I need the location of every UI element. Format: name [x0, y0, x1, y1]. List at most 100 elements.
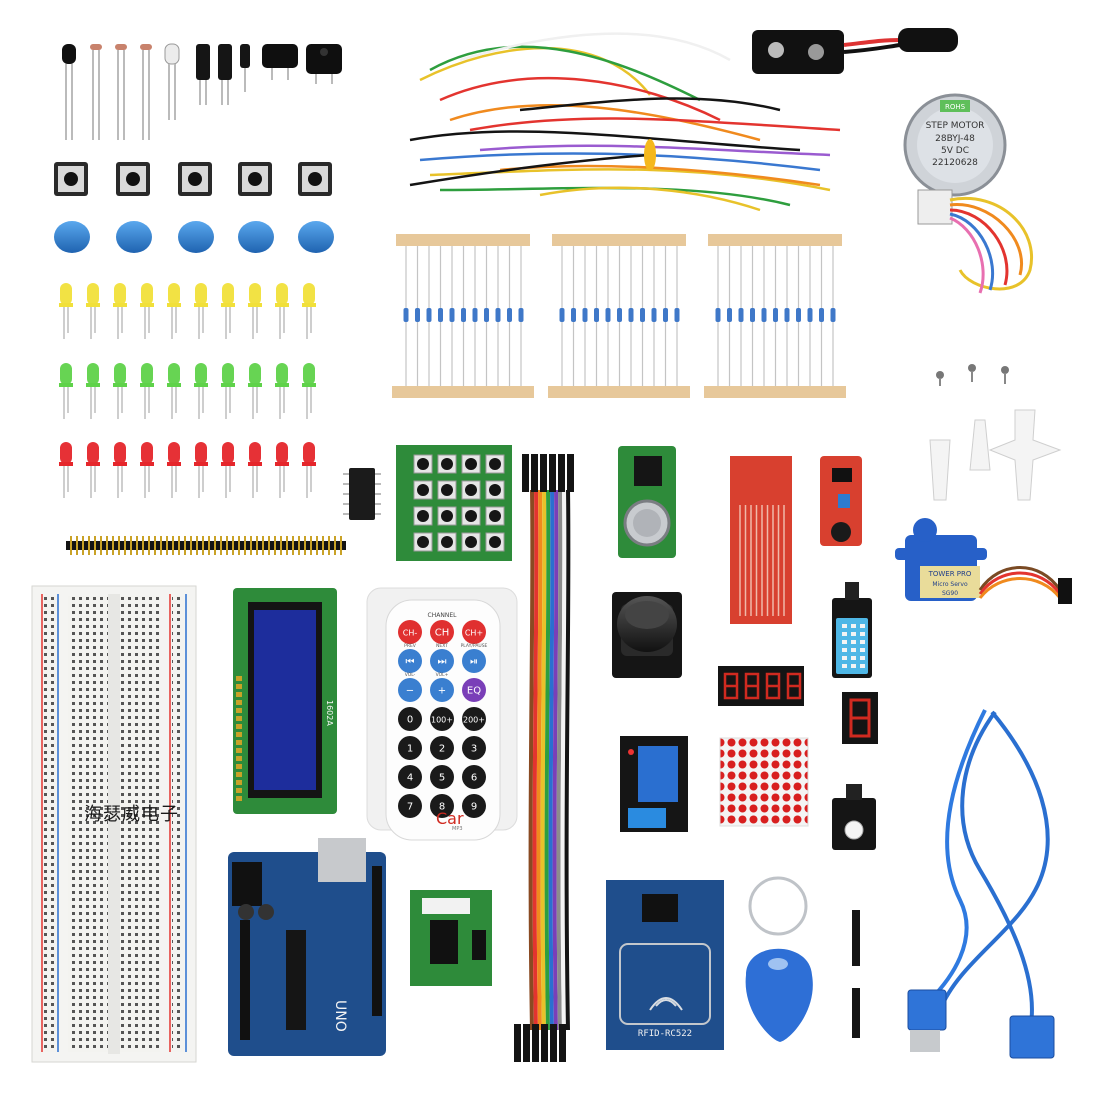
- remote-key-label: 2: [439, 744, 445, 755]
- remote-sub: MP3: [452, 826, 463, 832]
- resistor-bundle: [548, 234, 690, 398]
- led: [140, 363, 154, 419]
- remote-key[interactable]: ⏮: [398, 649, 422, 673]
- stepper-label-3: 5V DC: [941, 146, 969, 156]
- remote-key[interactable]: 1: [398, 736, 422, 760]
- pin-header-strip: [66, 536, 346, 555]
- remote-key[interactable]: +: [430, 678, 454, 702]
- seven-segment-1digit: [842, 692, 878, 744]
- rgb-led-module: [832, 784, 876, 850]
- remote-key[interactable]: ⏭: [430, 649, 454, 673]
- remote-key[interactable]: 3: [462, 736, 486, 760]
- stepper-label-2: 28BYJ-48: [935, 134, 975, 144]
- led: [275, 363, 289, 419]
- led: [86, 363, 100, 419]
- wire-tie: [644, 139, 656, 171]
- remote-key-label: 4: [407, 773, 413, 784]
- ir-receiver: [62, 44, 76, 140]
- remote-key-label: CH-: [403, 629, 418, 638]
- remote-key[interactable]: 8: [430, 794, 454, 818]
- led: [113, 283, 127, 339]
- remote-key[interactable]: EQ: [462, 678, 486, 702]
- stepper-label-1: STEP MOTOR: [926, 121, 985, 131]
- rfid-label: RFID-RC522: [638, 1029, 692, 1039]
- ir-remote-control: CHANNEL CH- CH CH+ ⏮ ⏭ ⏯ − + EQ 0 100+ 200+ 1 2 3 4 5 6 7 8…: [366, 587, 518, 841]
- arduino-uno-board: UNO: [228, 838, 386, 1056]
- joystick-module: [612, 592, 682, 678]
- remote-key[interactable]: CH-: [398, 620, 422, 644]
- remote-key[interactable]: ⏯: [462, 649, 486, 673]
- rfid-key-fob: [745, 876, 813, 1042]
- led: [221, 442, 235, 498]
- remote-key-caption: NEXT: [436, 643, 448, 649]
- rtc-clock-module: [618, 446, 676, 558]
- remote-key[interactable]: 4: [398, 765, 422, 789]
- resistor-bundle: [392, 234, 534, 398]
- screws: [936, 364, 1009, 386]
- remote-key-label: 1: [407, 744, 413, 755]
- remote-key[interactable]: 7: [398, 794, 422, 818]
- led: [167, 363, 181, 419]
- seven-segment-4digit: [718, 666, 804, 706]
- led: [194, 363, 208, 419]
- remote-key-label: 5: [439, 773, 445, 784]
- remote-key[interactable]: 0: [398, 707, 422, 731]
- remote-key-label: EQ: [467, 686, 481, 697]
- led: [59, 442, 73, 498]
- remote-key[interactable]: 9: [462, 794, 486, 818]
- led: [248, 283, 262, 339]
- led: [221, 283, 235, 339]
- remote-key[interactable]: CH+: [462, 620, 486, 644]
- led: [167, 283, 181, 339]
- led: [86, 283, 100, 339]
- servo-brand: TOWER PRO: [928, 570, 972, 578]
- sound-sensor-module: [820, 456, 862, 546]
- led: [221, 363, 235, 419]
- water-level-sensor: [730, 456, 792, 624]
- remote-key-label: ⏮: [406, 657, 415, 668]
- small-pin-headers: [852, 910, 860, 1038]
- watermark-text: 海瑟威电子: [84, 804, 179, 825]
- remote-key-label: −: [406, 686, 414, 697]
- led: [302, 363, 316, 419]
- sensors-row: [62, 43, 342, 140]
- remote-key[interactable]: 2: [430, 736, 454, 760]
- remote-key-label: 100+: [431, 716, 453, 725]
- relay-module: [620, 736, 688, 832]
- tilt-switches: [196, 44, 250, 105]
- button-caps: [54, 221, 334, 253]
- remote-key[interactable]: 200+: [462, 707, 486, 731]
- led: [59, 283, 73, 339]
- breadboard: [31, 585, 197, 1063]
- remote-key-caption: VOL-: [405, 672, 416, 678]
- remote-key-label: ⏯: [470, 657, 478, 668]
- remote-key-label: 6: [471, 773, 477, 784]
- led: [194, 442, 208, 498]
- remote-header: CHANNEL: [428, 612, 458, 619]
- remote-key[interactable]: 5: [430, 765, 454, 789]
- stepper-label-4: 22120628: [932, 158, 978, 168]
- resistor-bundle: [704, 234, 846, 398]
- remote-key[interactable]: −: [398, 678, 422, 702]
- remote-key-label: +: [438, 686, 446, 697]
- remote-key[interactable]: 100+: [430, 707, 454, 731]
- remote-key-label: 0: [407, 715, 413, 726]
- remote-key[interactable]: CH: [430, 620, 454, 644]
- led: [248, 363, 262, 419]
- led: [275, 442, 289, 498]
- remote-key-label: ⏭: [438, 657, 447, 668]
- remote-key-label: 8: [439, 802, 445, 813]
- ir-led: [164, 43, 180, 120]
- led: [302, 442, 316, 498]
- remote-brand: Car: [436, 809, 464, 828]
- dht11-sensor: [832, 582, 872, 678]
- led: [140, 442, 154, 498]
- remote-key-label: CH: [435, 628, 450, 639]
- led: [248, 442, 262, 498]
- led: [113, 442, 127, 498]
- tactile-buttons: [54, 162, 332, 196]
- remote-key-label: 200+: [463, 716, 485, 725]
- remote-key[interactable]: 6: [462, 765, 486, 789]
- stepper-driver-board: [410, 890, 492, 986]
